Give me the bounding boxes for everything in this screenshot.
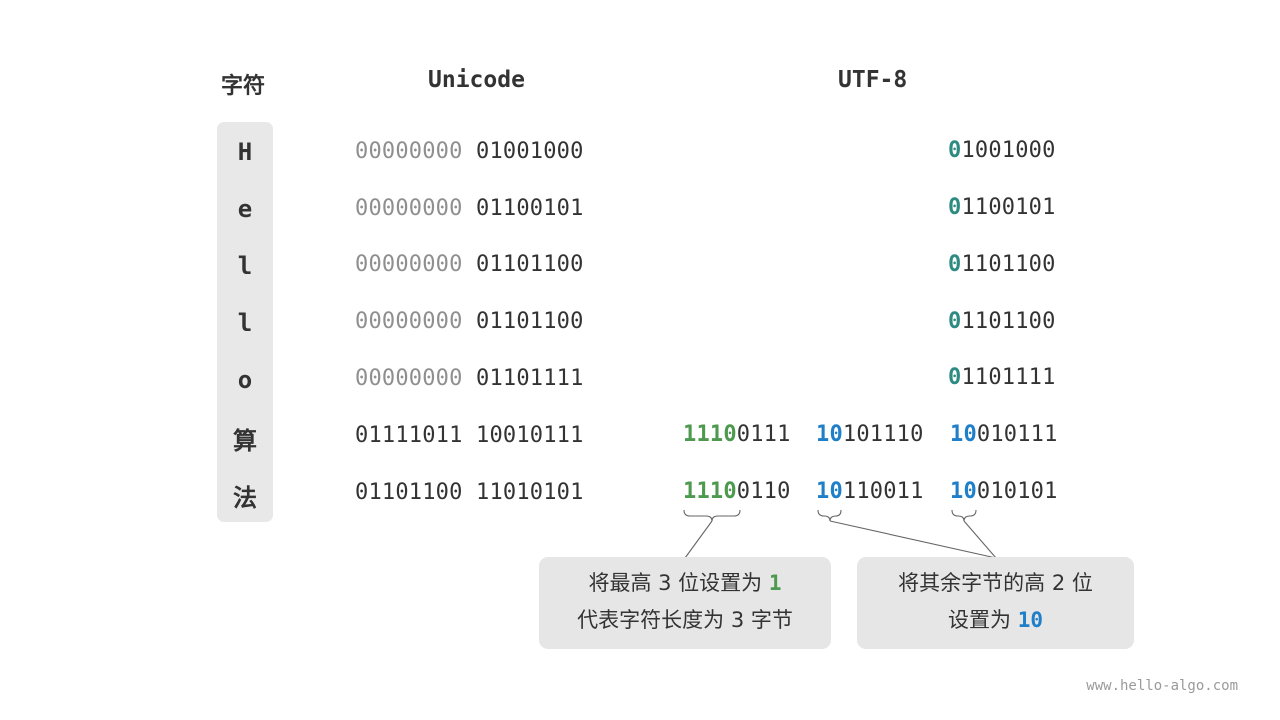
- utf8-prefix: 0: [948, 365, 962, 390]
- callout-line: [829, 520, 997, 559]
- unicode-low-byte: 01101100: [476, 252, 584, 277]
- note-text: 将最高 3 位设置为: [588, 571, 769, 595]
- utf8-payload: 1101100: [961, 309, 1056, 334]
- utf8-byte: 01101100: [948, 309, 1056, 334]
- note-lead-byte: 将最高 3 位设置为 1 代表字符长度为 3 字节: [539, 557, 831, 649]
- unicode-low-byte: 11010101: [476, 480, 584, 505]
- utf8-prefix: 0: [948, 309, 962, 334]
- utf8-byte: 11100110: [683, 479, 791, 504]
- note-line: 将最高 3 位设置为 1: [539, 565, 831, 602]
- utf8-byte: 01101100: [948, 252, 1056, 277]
- utf8-prefix: 0: [948, 252, 962, 277]
- utf8-payload: 010101: [976, 479, 1058, 504]
- utf8-byte: 01001000: [948, 138, 1056, 163]
- note-line: 将其余字节的高 2 位: [898, 571, 1093, 595]
- unicode-high-byte: 00000000: [355, 309, 463, 334]
- note-highlight: 10: [1017, 608, 1043, 632]
- utf8-cont-prefix: 10: [816, 479, 843, 504]
- utf8-byte: 10010101: [950, 479, 1058, 504]
- utf8-lead-prefix: 1110: [683, 479, 737, 504]
- utf8-payload: 010111: [976, 422, 1058, 447]
- unicode-low-byte: 10010111: [476, 423, 584, 448]
- utf8-byte: 11100111: [683, 422, 791, 447]
- unicode-high-byte: 00000000: [355, 366, 463, 391]
- utf8-prefix: 0: [948, 195, 962, 220]
- utf8-payload: 101110: [842, 422, 924, 447]
- unicode-high-byte: 00000000: [355, 252, 463, 277]
- unicode-row: 00000000 01101100: [355, 252, 584, 277]
- note-line: 代表字符长度为 3 字节: [577, 608, 793, 632]
- utf8-payload: 1100101: [961, 195, 1056, 220]
- watermark: www.hello-algo.com: [1086, 678, 1238, 694]
- unicode-row: 00000000 01001000: [355, 139, 584, 164]
- char-suan: 算: [233, 427, 257, 455]
- utf8-byte: 10101110: [816, 422, 924, 447]
- unicode-high-byte: 00000000: [355, 139, 463, 164]
- brace-cont-prefix: [817, 509, 842, 522]
- unicode-row: 01111011 10010111: [355, 423, 584, 448]
- unicode-low-byte: 01001000: [476, 139, 584, 164]
- utf8-byte: 01101111: [948, 365, 1056, 390]
- utf8-prefix: 0: [948, 138, 962, 163]
- note-continuation-bytes: 将其余字节的高 2 位 设置为 10: [857, 557, 1134, 649]
- unicode-row: 00000000 01101111: [355, 366, 584, 391]
- utf8-payload: 0110: [736, 479, 791, 504]
- char-e: e: [237, 195, 253, 223]
- utf8-payload: 1101111: [961, 365, 1056, 390]
- brace-lead-prefix: [683, 509, 741, 522]
- utf8-lead-prefix: 1110: [683, 422, 737, 447]
- utf8-payload: 1101100: [961, 252, 1056, 277]
- char-fa: 法: [233, 484, 257, 512]
- char-column: H e l l o 算 法: [217, 122, 273, 522]
- unicode-row: 01101100 11010101: [355, 480, 584, 505]
- utf8-cont-prefix: 10: [950, 422, 977, 447]
- utf8-payload: 0111: [736, 422, 791, 447]
- utf8-payload: 1001000: [961, 138, 1056, 163]
- unicode-high-byte: 01101100: [355, 480, 463, 505]
- header-char: 字符: [221, 74, 266, 99]
- char-h: H: [237, 138, 253, 166]
- header-unicode: Unicode: [428, 67, 525, 93]
- utf8-byte: 10110011: [816, 479, 924, 504]
- unicode-high-byte: 00000000: [355, 196, 463, 221]
- utf8-cont-prefix: 10: [816, 422, 843, 447]
- brace-cont-prefix: [951, 509, 977, 522]
- unicode-high-byte: 01111011: [355, 423, 463, 448]
- unicode-low-byte: 01100101: [476, 196, 584, 221]
- utf8-byte: 01100101: [948, 195, 1056, 220]
- utf8-cont-prefix: 10: [950, 479, 977, 504]
- note-highlight: 1: [768, 571, 782, 595]
- unicode-low-byte: 01101111: [476, 366, 584, 391]
- utf8-payload: 110011: [842, 479, 924, 504]
- char-l: l: [237, 309, 253, 337]
- utf8-byte: 10010111: [950, 422, 1058, 447]
- callout-line: [963, 520, 997, 559]
- unicode-row: 00000000 01101100: [355, 309, 584, 334]
- char-o: o: [237, 366, 253, 394]
- unicode-low-byte: 01101100: [476, 309, 584, 334]
- note-text: 设置为: [948, 608, 1018, 632]
- unicode-row: 00000000 01100101: [355, 196, 584, 221]
- note-line: 设置为 10: [857, 602, 1134, 639]
- callout-line: [684, 520, 713, 559]
- header-utf8: UTF-8: [838, 67, 908, 93]
- char-l: l: [237, 252, 253, 280]
